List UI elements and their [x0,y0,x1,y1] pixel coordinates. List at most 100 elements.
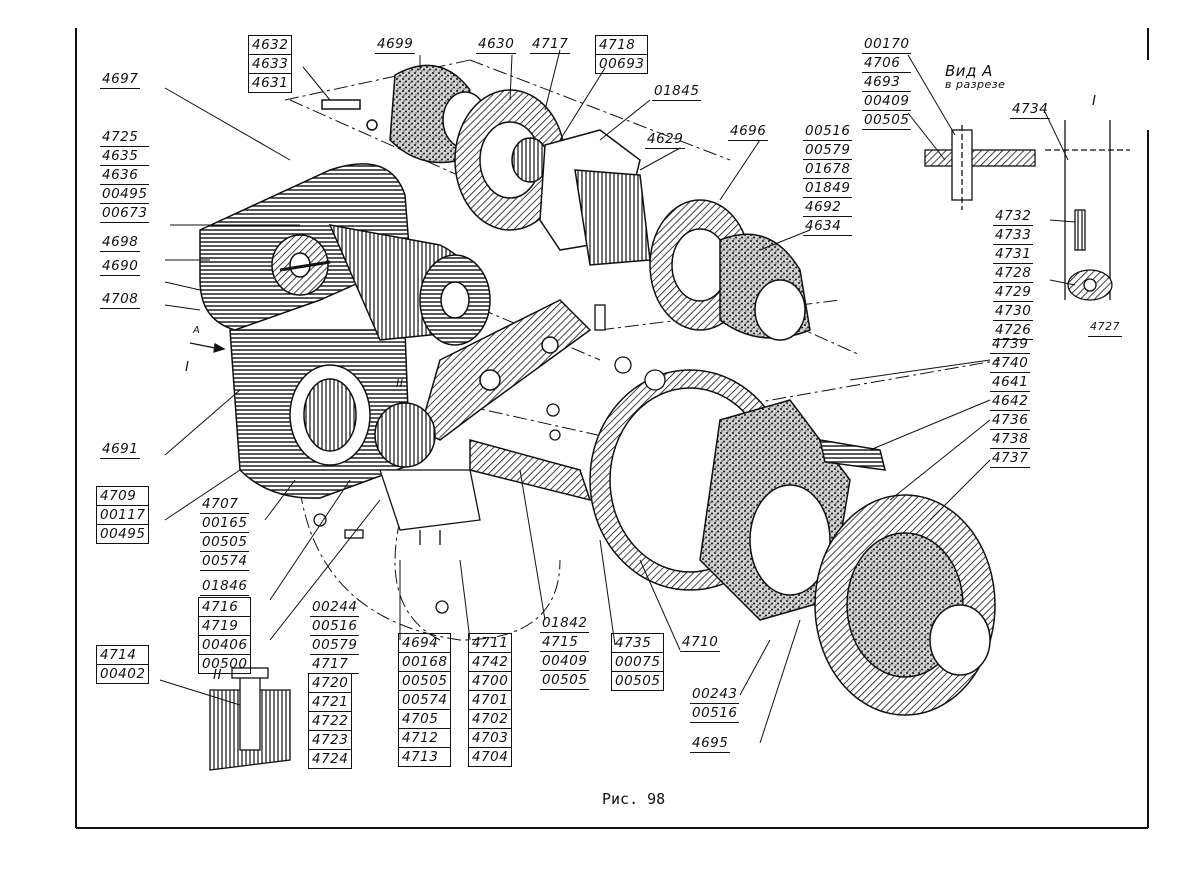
section-i-detail [1045,120,1130,301]
part-number: 4696 [728,123,769,141]
part-number: 00693 [599,56,645,72]
part-number: 4702 [469,710,512,729]
part-number: 4636 [100,166,150,185]
motor-cylinder [279,224,491,346]
callout-group-00243: 00243 00516 [690,685,740,723]
view-arrow [189,342,226,353]
part-number: 4703 [469,729,512,748]
part-number: 4633 [249,55,292,74]
part-number: 4690 [100,258,141,276]
lower-flange-assembly [589,369,996,716]
part-number: 4718 [596,36,648,55]
part-number: 4725 [100,128,150,147]
part-number: 4739 [990,336,1031,354]
part-number: 4726 [993,322,1034,340]
figure-caption: Рис. 98 [602,790,666,808]
part-number: 00579 [310,637,360,655]
part-number: 4695 [690,735,731,753]
part-number: 4737 [990,450,1031,468]
view-mark-a: A [193,325,201,336]
main-housing [199,163,411,499]
part-number: 4698 [100,234,141,252]
part-number: 4732 [993,208,1034,226]
part-number: 4693 [862,73,912,92]
part-number: 4731 [993,246,1034,264]
leader-lines [159,49,1076,744]
part-number: 4711 [469,634,512,653]
part-number: 00516 [690,705,740,723]
section-mark-i: I [1092,93,1097,109]
part-number: 4723 [309,731,352,750]
part-number: 00409 [862,93,912,111]
part-number: 4740 [990,355,1031,373]
part-number: 4630 [476,36,517,54]
part-number: 4641 [990,374,1031,392]
view-a-section [924,125,1036,210]
part-number: 4700 [469,672,512,691]
callout-group-4739: 4739 4740 4641 4642 4736 4738 4737 [990,335,1031,468]
callout-group-4732: 4732 4733 4731 4728 4729 4730 4726 [993,207,1034,340]
page-frame [75,28,1149,829]
part-number: 4729 [993,284,1034,302]
part-number: 4710 [680,634,721,652]
part-number: 4692 [803,198,853,217]
part-number: 00500 [202,656,248,672]
part-number: 00402 [100,666,146,682]
part-number: 4629 [645,131,686,149]
callout-group-4709: 4709 00117 00495 [96,486,150,544]
part-number: 4719 [199,617,251,636]
mounting-plate [379,469,481,545]
part-number: 00574 [399,691,451,710]
callout-group-4694: 4694 00168 00505 00574 4705 4712 4713 [398,633,452,767]
section-mark-ii: II [213,667,222,683]
part-number: 00075 [612,653,664,672]
part-number: 4733 [993,227,1034,245]
view-a-sublabel: в разрезе [945,78,1006,91]
part-number: 4720 [309,674,352,693]
part-number: 4715 [540,633,590,652]
part-number: 4697 [100,71,141,89]
part-number: 4727 [1088,318,1122,337]
part-number: 4742 [469,653,512,672]
part-number: 00495 [100,186,150,204]
part-number: 00516 [310,618,360,636]
part-number: 4736 [990,412,1031,430]
part-number: 00574 [200,553,250,571]
part-number: 00165 [200,515,250,533]
part-number: 4631 [252,75,289,91]
part-number: 4635 [100,147,150,166]
callout-group-00516: 00516 00579 01678 01849 4692 4634 [803,122,853,236]
fasteners [313,304,666,614]
part-number: 00406 [199,636,251,655]
part-number: 4632 [249,36,292,55]
part-number: 4701 [469,691,512,710]
part-number: 00579 [803,142,853,160]
part-number: 01849 [803,180,853,198]
callout-group-4711: 4711 4742 4700 4701 4702 4703 4704 [468,633,513,767]
part-number: 00495 [100,526,146,542]
callout-group-4725: 4725 4635 4636 00495 00673 [100,128,150,223]
callout-group-4714: 4714 00402 [96,645,150,684]
part-number: 4734 [1010,101,1051,119]
part-number: 4707 [200,495,250,514]
callout-group-4718: 4718 00693 [595,35,649,74]
part-number: 4709 [97,487,149,506]
part-number: 00505 [615,673,661,689]
part-number: 4717 [310,655,360,674]
part-number: 4728 [993,265,1034,283]
part-number: 00516 [803,123,853,141]
section-mark-ii: II [396,377,404,390]
part-number: 00673 [100,205,150,223]
callout-group-01842: 01842 4715 00409 00505 [540,614,590,690]
part-number: 01845 [652,83,702,101]
upper-flange-assembly [321,64,811,341]
part-number: 00409 [540,653,590,671]
part-number: 4722 [309,712,352,731]
part-number: 4717 [530,36,571,54]
part-number: 00170 [862,36,912,54]
callout-group-4720: 4720 4721 4722 4723 4724 [308,673,353,769]
part-number: 00505 [862,112,912,130]
part-number: 4634 [803,217,853,236]
part-number: 00244 [310,599,360,617]
